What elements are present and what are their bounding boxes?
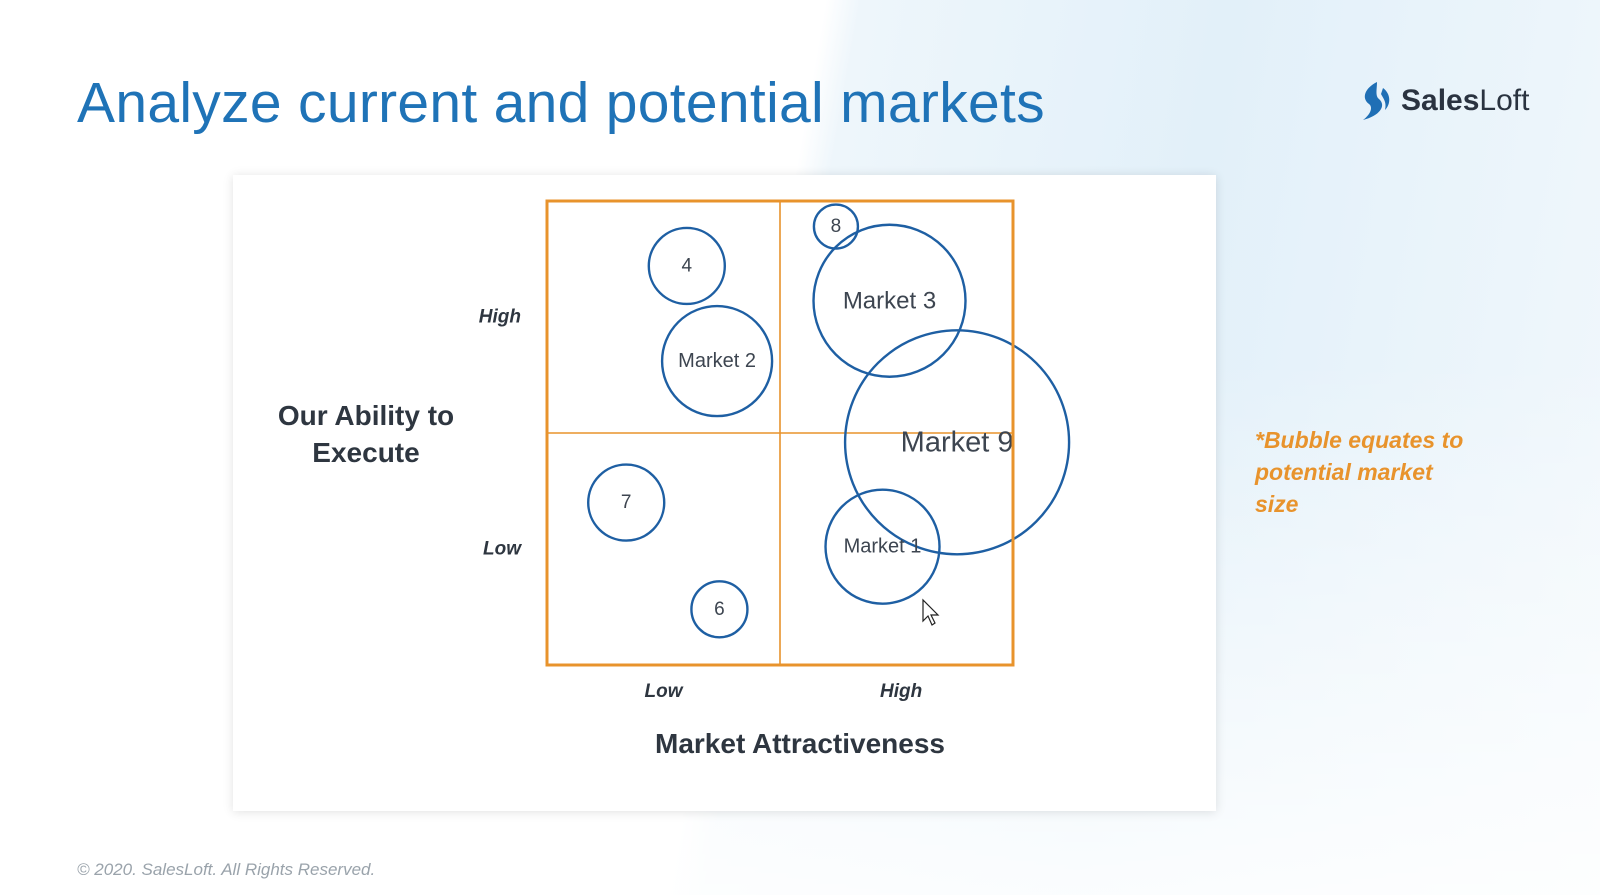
bubble-6: 6 [690,580,749,639]
logo-text: SalesLoft [1401,84,1530,117]
bubble-circle [647,226,726,306]
bubble-market-2: Market 2 [660,304,774,418]
bubble-4: 4 [647,226,726,306]
bubble-7: 7 [587,463,666,542]
bubble-label: Market 1 [844,536,922,558]
bubble-label: Market 2 [678,350,756,372]
x-axis-title: Market Attractiveness [655,728,945,759]
bubble-market-1: Market 1 [824,488,941,605]
salesloft-s-icon [1363,82,1390,120]
bubble-circle [587,463,666,542]
plot-frame [545,199,1015,667]
bubble-label: 8 [831,216,842,237]
copyright-footer: © 2020. SalesLoft. All Rights Reserved. [77,860,376,879]
chart-card [233,175,1216,811]
bubble-circle [824,488,941,605]
bubble-label: Market 9 [901,426,1014,458]
y-tick-high: High [479,307,521,328]
cursor-arrow [922,598,940,626]
mouse-cursor-icon [922,598,940,626]
bubble-circle [690,580,749,639]
bubble-label: 6 [714,599,725,620]
bubble-label: Market 3 [843,287,936,314]
bubble-label: 7 [621,492,632,513]
salesloft-logo: SalesLoft [1357,80,1529,122]
bubble-circle [812,223,967,378]
quadrant-grid [547,201,1013,665]
bubble-circle [843,329,1071,556]
slide-title: Analyze current and potential markets [77,71,1045,135]
bubble-label: 4 [682,255,693,276]
bubble-market-3: Market 3 [812,223,967,378]
x-tick-low: Low [645,681,684,702]
y-tick-low: Low [483,539,522,560]
bubble-market-9: Market 9 [843,329,1071,556]
bubble-size-note: *Bubble equates to potential market size [1255,427,1464,517]
x-tick-high: High [880,681,922,702]
bubble-circle [660,304,774,418]
